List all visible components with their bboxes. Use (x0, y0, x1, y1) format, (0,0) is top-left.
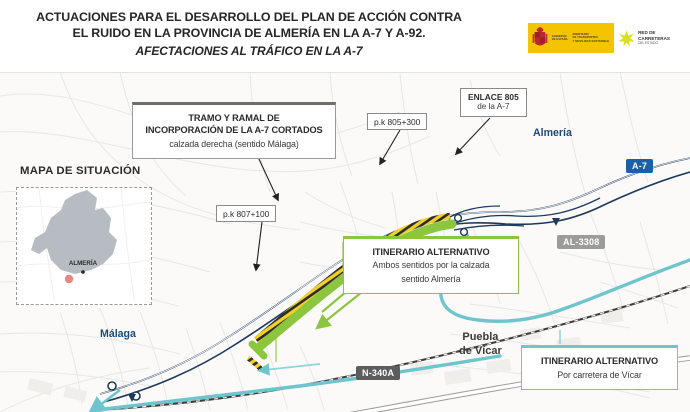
situation-map: MAPA DE SITUACIÓN ALMERÍA (12, 165, 162, 305)
network-logo-line2: CARRETERAS (638, 35, 670, 41)
interchange-ramps (447, 197, 601, 231)
road-network-logo-text: RED DE CARRETERAS DEL ESTADO (638, 30, 670, 46)
page-title: ACTUACIONES PARA EL DESARROLLO DEL PLAN … (14, 10, 484, 59)
label-puebla-line-1: Puebla (462, 331, 499, 343)
callout-itinerario-vicar-subtext: Por carretera de Vícar (557, 370, 642, 380)
coat-of-arms-icon (532, 26, 548, 49)
label-puebla-line-2: de Vícar (459, 345, 502, 357)
situation-map-city-label: ALMERÍA (69, 259, 98, 267)
star-icon (618, 29, 635, 47)
callout-itinerario-calzada-heading: ITINERARIO ALTERNATIVO (372, 247, 490, 257)
road-shield-a7[interactable]: A-7 (626, 159, 654, 173)
title-line-1: ACTUACIONES PARA EL DESARROLLO DEL PLAN … (36, 10, 462, 24)
situation-map-title: MAPA DE SITUACIÓN (20, 165, 141, 177)
network-logo-line3: DEL ESTADO (638, 41, 658, 46)
situation-map-frame: ALMERÍA (16, 187, 152, 305)
callout-itinerario-calzada-subtext-1: Ambos sentidos por la calzada (372, 260, 490, 270)
road-network-logo: RED DE CARRETERAS DEL ESTADO (614, 23, 676, 53)
callout-tramo-heading-1: TRAMO Y RAMAL DE (188, 113, 280, 123)
callout-itinerario-vicar-heading: ITINERARIO ALTERNATIVO (540, 356, 659, 366)
road-shield-n340a[interactable]: N-340A (356, 366, 401, 380)
railway-line (95, 285, 690, 411)
road-shield-al3308[interactable]: AL-3308 (557, 235, 606, 249)
callout-itinerario-calzada-subtext-2: sentido Almería (401, 273, 461, 284)
cyan-flow-arrow (256, 363, 321, 376)
almeria-province-shape: ALMERÍA (16, 187, 151, 304)
label-malaga-direction: Málaga (100, 328, 136, 340)
logo-group: GOBIERNO DE ESPAÑA MINISTERIO DE TRANSPO… (527, 23, 676, 53)
page-subtitle: AFECTACIONES AL TRÁFICO EN LA A-7 (135, 44, 363, 58)
government-logo: GOBIERNO DE ESPAÑA MINISTERIO DE TRANSPO… (527, 23, 615, 53)
callout-itinerario-vicar[interactable]: ITINERARIO ALTERNATIVO Por carretera de … (521, 345, 678, 390)
marker-pk-807[interactable]: p.k 807+100 (216, 205, 277, 222)
title-line-2: EL RUIDO EN LA PROVINCIA DE ALMERÍA EN L… (72, 25, 426, 40)
callout-itinerario-calzada[interactable]: ITINERARIO ALTERNATIVO Ambos sentidos po… (343, 236, 519, 295)
government-logo-line1: GOBIERNO DE ESPAÑA (551, 34, 568, 41)
malaga-flow-arrow (87, 388, 121, 412)
label-almeria-direction: Almería (533, 127, 572, 139)
callout-enlace-805[interactable]: ENLACE 805 de la A-7 (460, 88, 527, 117)
closed-ramp (246, 355, 264, 372)
label-puebla-de-vicar: Puebla de Vícar (459, 330, 502, 358)
direction-arrow-heads (128, 218, 560, 402)
callout-tramo-cortado[interactable]: TRAMO Y RAMAL DE INCORPORACIÓN DE LA A-7… (132, 102, 336, 159)
header-bar: ACTUACIONES PARA EL DESARROLLO DEL PLAN … (0, 0, 690, 73)
callout-tramo-subtext: calzada derecha (sentido Málaga) (169, 139, 299, 149)
callout-tramo-heading-2: INCORPORACIÓN DE LA A-7 CORTADOS (145, 125, 323, 135)
network-logo-line1: RED DE (638, 30, 656, 36)
callout-enlace-subtext: de la A-7 (477, 102, 510, 111)
callout-enlace-heading: ENLACE 805 (468, 92, 519, 102)
government-logo-line2: MINISTERIO DE TRANSPORTES Y MOVILIDAD SO… (572, 32, 610, 43)
government-logo-text: GOBIERNO DE ESPAÑA MINISTERIO DE TRANSPO… (552, 33, 609, 43)
marker-pk-805[interactable]: p.k 805+300 (367, 113, 428, 130)
junction-nodes (107, 213, 469, 401)
